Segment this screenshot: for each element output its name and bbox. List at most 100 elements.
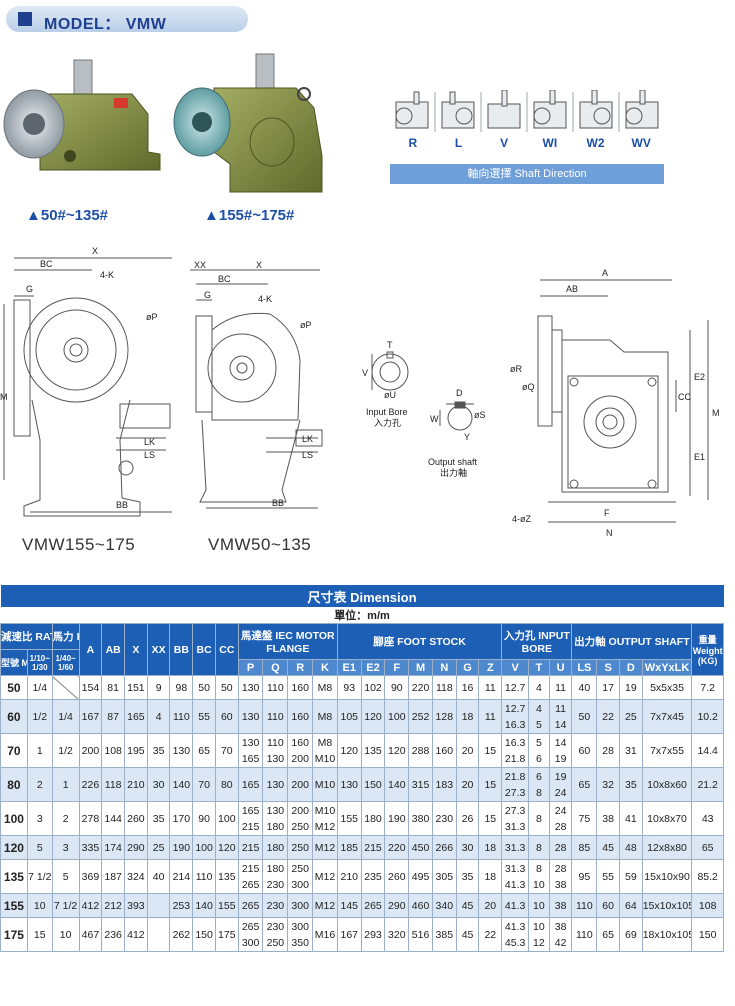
cell-xx: 9 (146, 675, 171, 700)
cell-wylk: 5x5x35 (641, 675, 693, 700)
cell-m: 220 (408, 675, 433, 700)
header-t: T (528, 659, 550, 676)
cell-a: 467 (78, 917, 103, 952)
dim-m-1: M (0, 392, 8, 402)
cell-value: 215 (241, 862, 260, 875)
cell-d: 19 (618, 675, 643, 700)
cell-f: 290 (384, 893, 410, 918)
output-shaft-label: Output shaft (428, 457, 478, 467)
gearbox-photo-large (173, 53, 323, 193)
header-xx: XX (146, 623, 171, 676)
cell-g: 35 (455, 859, 480, 894)
cell-x: 393 (124, 893, 148, 918)
dim-ls-2: LS (302, 450, 313, 460)
dim-bc-1: BC (40, 259, 53, 269)
cell-w: 43 (691, 801, 724, 836)
cell-value: 8 (535, 862, 542, 875)
cell-bc: 55 (192, 699, 216, 734)
cell-e1: 120 (336, 733, 362, 768)
cell-cc: 135 (214, 859, 239, 894)
cell-u: 38 (548, 893, 573, 918)
cell-q: 130 (262, 767, 289, 802)
cell-s: 65 (596, 917, 620, 952)
cell-d: 48 (618, 835, 643, 860)
cell-ab: 174 (101, 835, 126, 860)
cell-n: 266 (431, 835, 457, 860)
cell-value: 250 (291, 841, 309, 854)
cell-value: 350 (291, 936, 309, 949)
cell-value: 14 (554, 736, 567, 749)
cell-r1: 2 (26, 767, 53, 802)
cell-xx (146, 917, 171, 952)
header-wxyxlk: WxYxLK (641, 659, 693, 676)
cell-s: 55 (596, 859, 620, 894)
cell-n: 385 (431, 917, 457, 952)
cell-f: 220 (384, 835, 410, 860)
cell-k: M12 (312, 835, 338, 860)
drawing-input-bore (371, 351, 409, 391)
input-bore-label-cn: 入力孔 (374, 417, 401, 428)
cell-r2: 3 (51, 835, 80, 860)
cell-value: 21.8 (504, 770, 526, 783)
cell-n: 118 (431, 675, 457, 700)
cell-r2: 10 (51, 917, 80, 952)
cell-bc: 50 (192, 675, 216, 700)
cell-model: 100 (0, 801, 28, 836)
cell-m: 450 (408, 835, 433, 860)
cell-bb: 214 (169, 859, 194, 894)
cell-r2: 7 1/2 (51, 893, 80, 918)
cell-r: 250 (287, 835, 314, 860)
cell-ab: 144 (101, 801, 126, 836)
cell-ls: 50 (571, 699, 598, 734)
cell-cc: 175 (214, 917, 239, 952)
header-f: F (384, 659, 410, 676)
cell-e1: 210 (336, 859, 362, 894)
dim-4k-1: 4-K (100, 270, 114, 280)
cell-r1: 1/4 (26, 675, 53, 700)
header-s: S (596, 659, 620, 676)
header-bc: BC (192, 623, 216, 676)
cell-value: 215 (241, 820, 260, 833)
dim-4k-2: 4-K (258, 294, 272, 304)
cell-model: 120 (0, 835, 28, 860)
cell-n: 305 (431, 859, 457, 894)
cell-q: 110 (262, 699, 289, 734)
cell-value: 12 (533, 936, 545, 949)
cell-f: 320 (384, 917, 410, 952)
cell-value: M8 (317, 736, 333, 749)
dimension-table: 尺寸表 Dimension 單位：m/m 減速比 RATIO 馬力 HP A A… (0, 585, 724, 952)
cell-value: 250 (266, 936, 285, 949)
cell-ls: 40 (571, 675, 598, 700)
cell-z: 15 (478, 767, 503, 802)
cell-bb: 190 (169, 835, 194, 860)
cell-t: 4 (528, 675, 550, 700)
cell-ab: 187 (101, 859, 126, 894)
cell-d: 69 (618, 917, 643, 952)
cell-cc: 60 (214, 699, 239, 734)
cell-value: M12 (314, 899, 336, 912)
cell-bc: 140 (192, 893, 216, 918)
header-ratio-1: 1/10~ 1/30 (26, 649, 53, 676)
cell-value: M12 (314, 841, 336, 854)
cell-x: 165 (124, 699, 148, 734)
cell-xx: 30 (146, 767, 171, 802)
cell-value: 130 (241, 736, 260, 749)
cell-bc: 70 (192, 767, 216, 802)
cell-value: 110 (267, 710, 284, 723)
header-ratio-2: 1/40~ 1/60 (51, 649, 80, 676)
shaft-option-r: R (408, 136, 418, 150)
table-unit: 單位：m/m (0, 607, 724, 624)
header-a: A (78, 623, 103, 676)
cell-value: 160 (291, 681, 309, 694)
cell-value: 215 (241, 841, 260, 854)
cell-value: 21.8 (504, 752, 526, 765)
cell-d: 59 (618, 859, 643, 894)
cell-w: 65 (691, 835, 724, 860)
cell-u: 28 (548, 835, 573, 860)
